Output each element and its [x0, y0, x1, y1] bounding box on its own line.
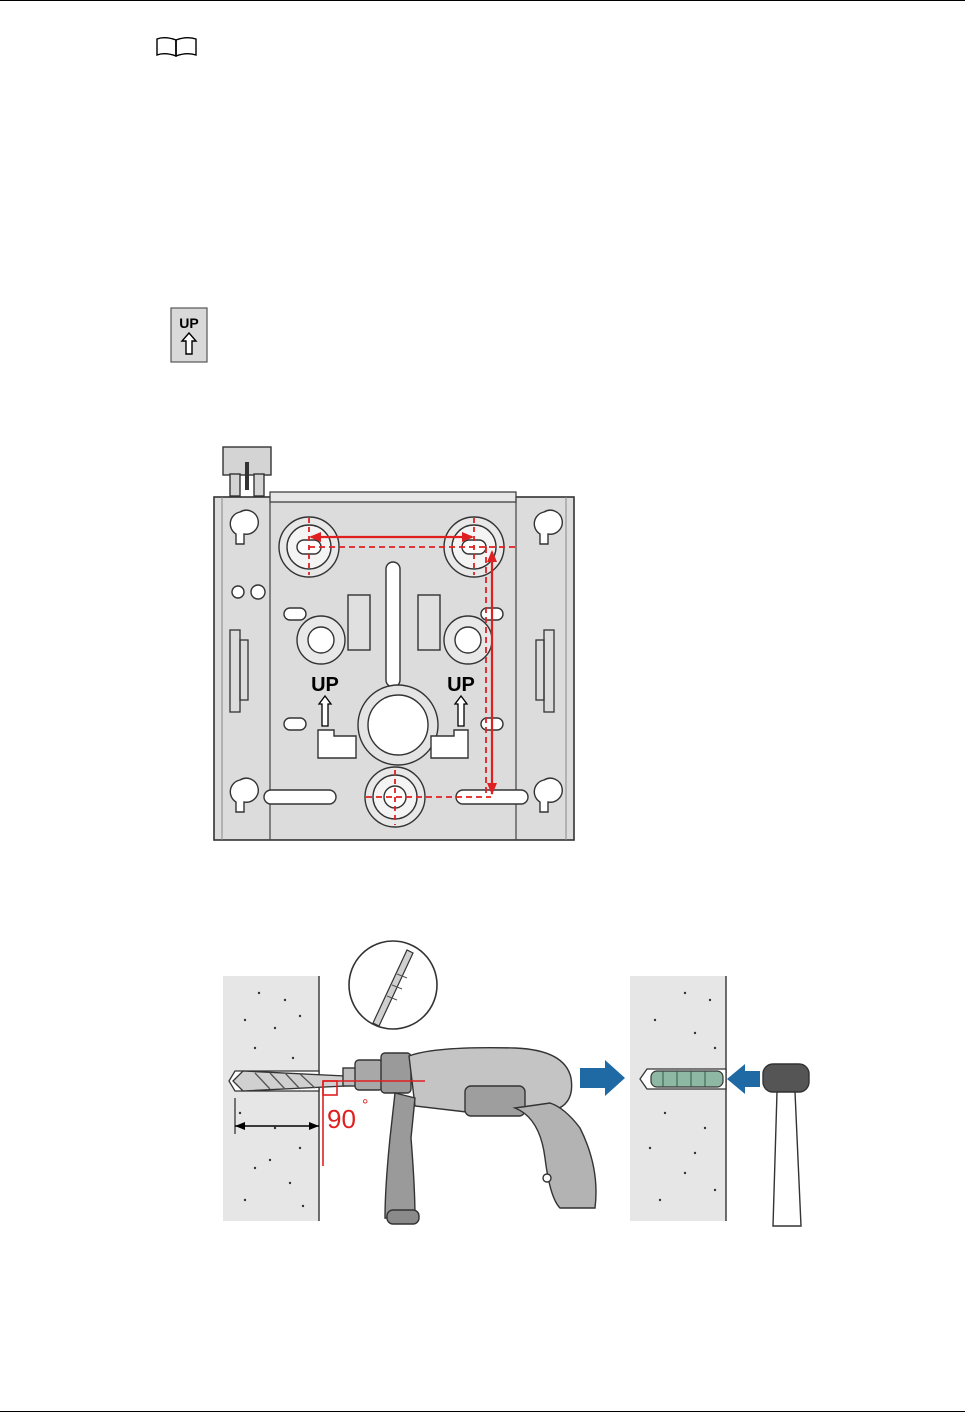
bracket-up-label-right: UP [447, 674, 475, 696]
page-bottom-rule [0, 1411, 965, 1412]
drill-bit-detail [349, 941, 437, 1029]
drilling-figure: 90 ° [215, 938, 815, 1233]
hammer-drill [343, 1048, 596, 1224]
angle-value: 90 [327, 1104, 356, 1134]
wall-anchor [651, 1071, 723, 1087]
book-icon [154, 36, 200, 58]
page-top-rule [0, 0, 965, 1]
mounting-bracket-figure: UP UP [206, 440, 586, 845]
next-step-arrow-icon [580, 1060, 625, 1096]
rubber-mallet [763, 1064, 809, 1226]
left-wall [223, 976, 319, 1221]
insert-anchor-arrow-icon [727, 1064, 760, 1094]
angle-degree-symbol: ° [362, 1097, 368, 1114]
bracket-top-clip [223, 447, 271, 496]
right-wall [630, 976, 726, 1221]
up-icon-label: UP [179, 315, 198, 331]
up-arrow-icon: UP [170, 307, 208, 363]
bracket-up-label-left: UP [311, 674, 339, 696]
